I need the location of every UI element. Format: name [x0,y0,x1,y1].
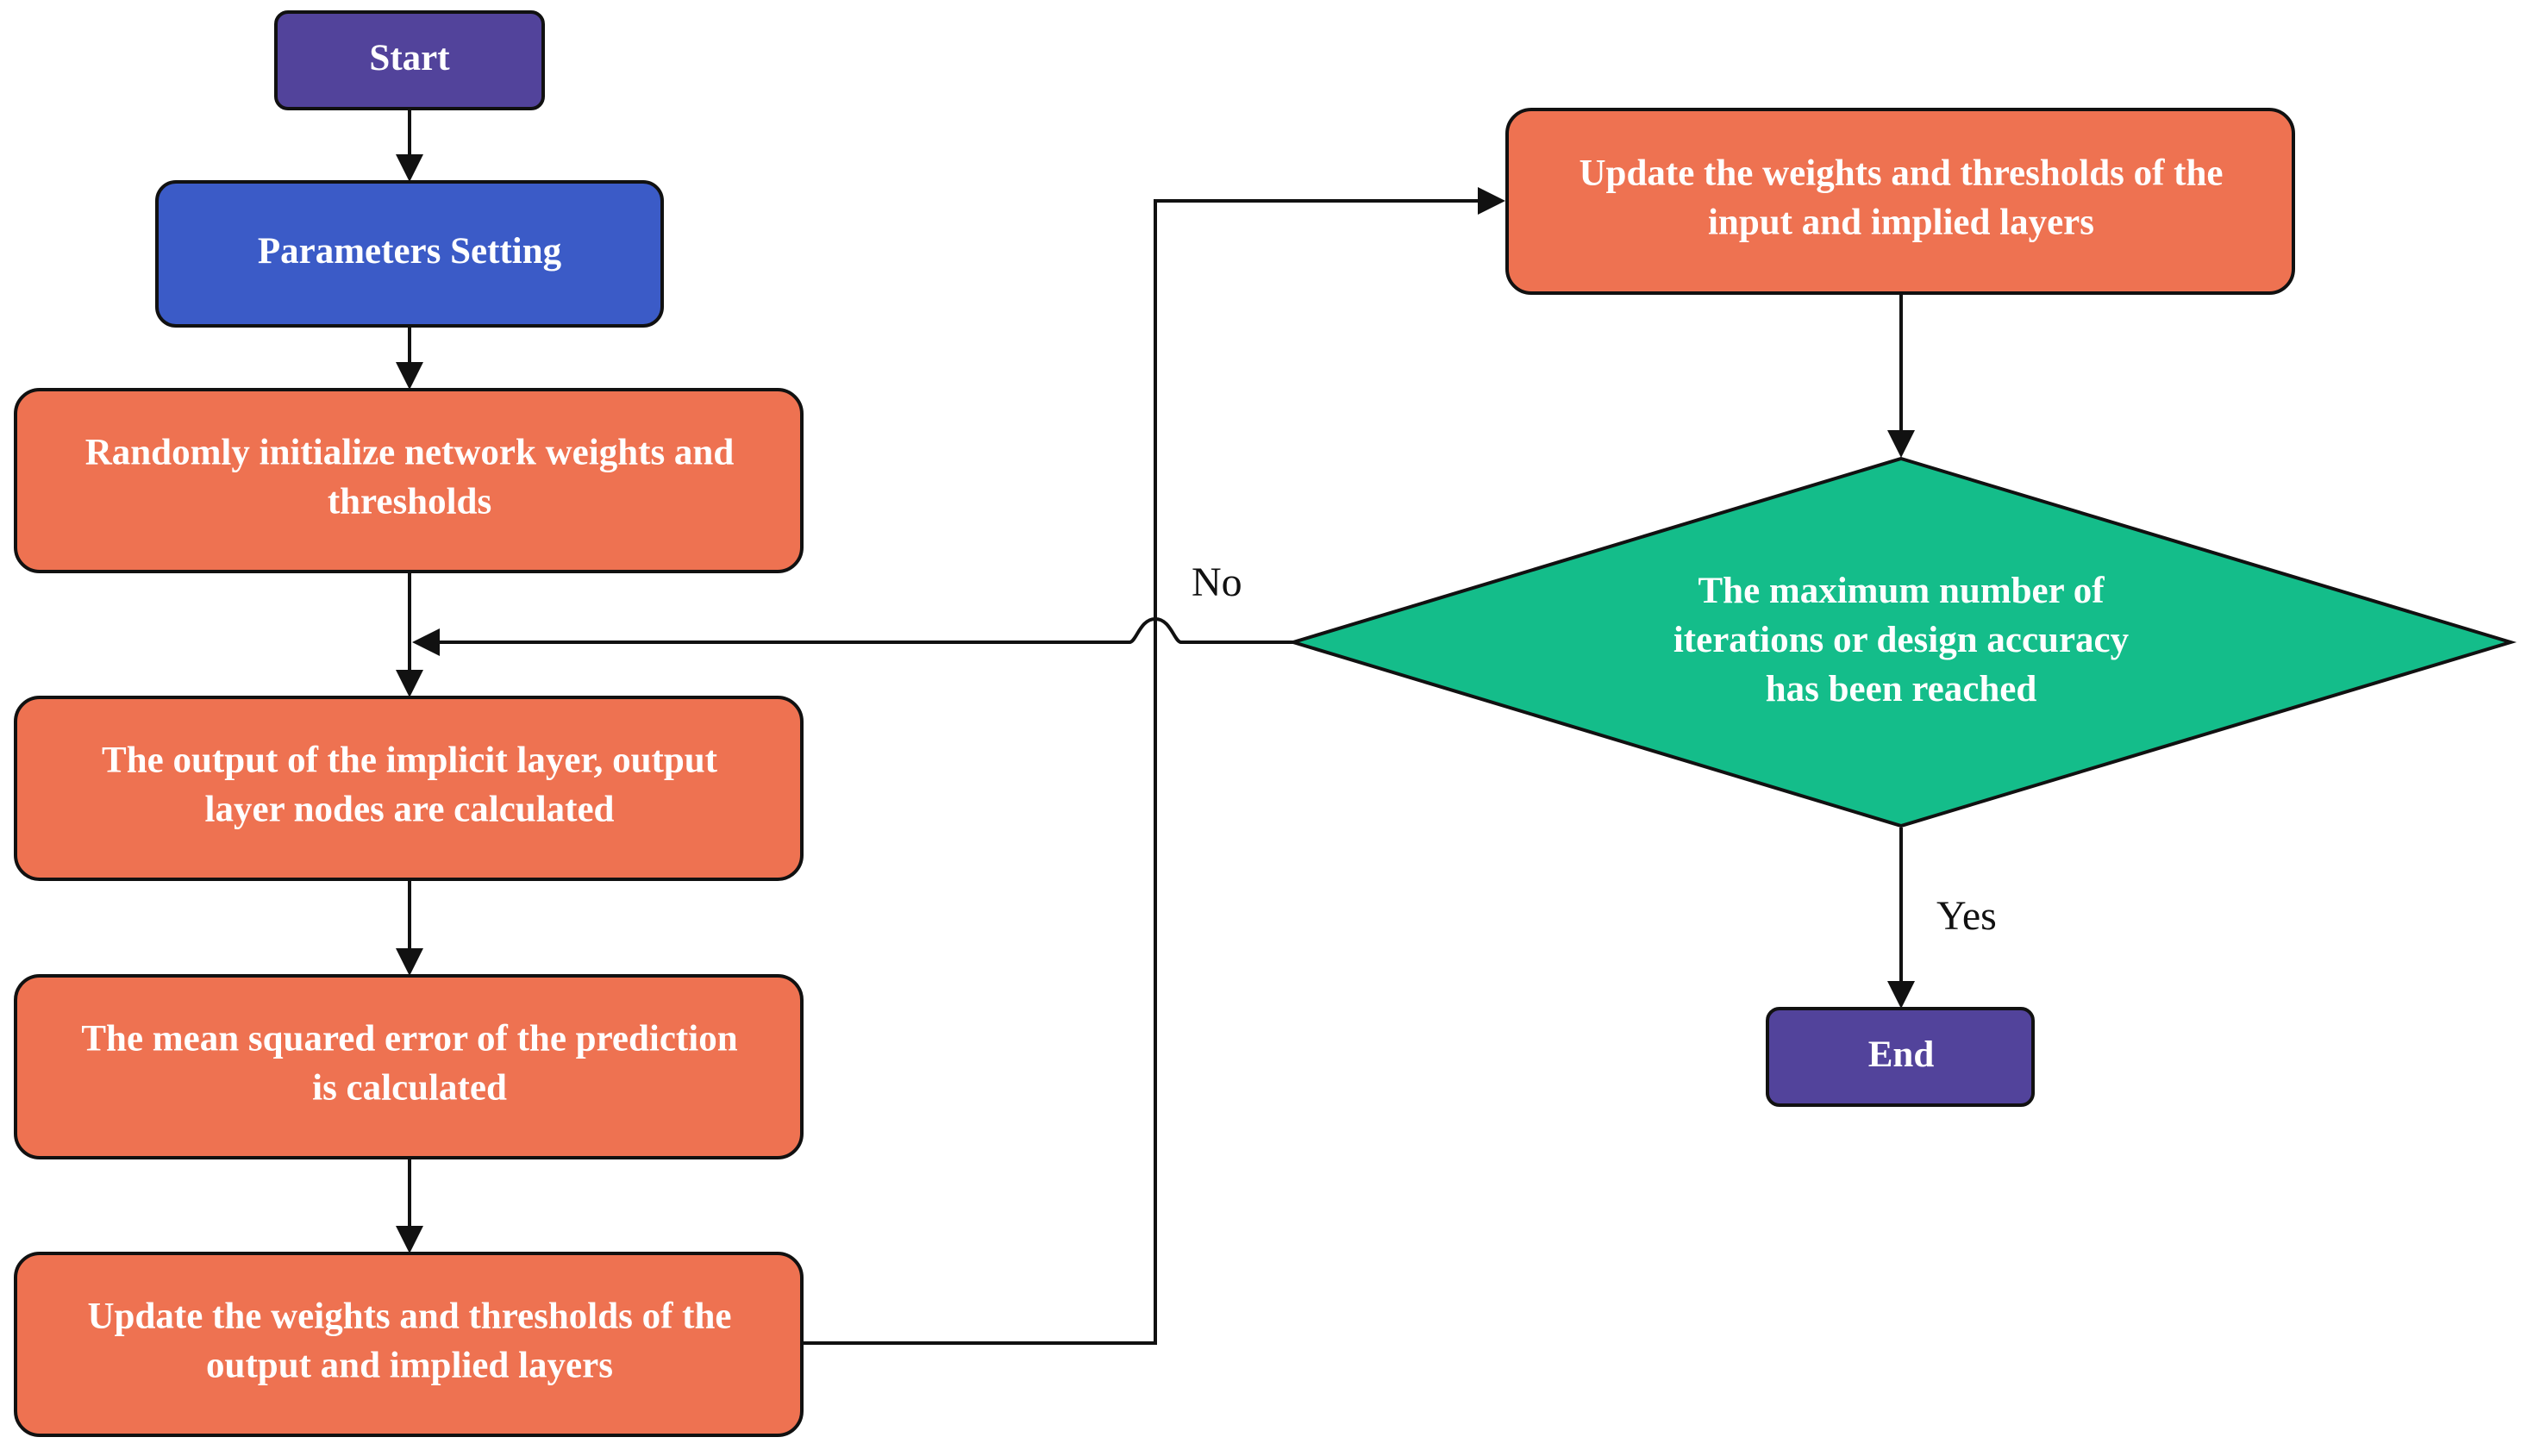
connectors [396,110,1915,1345]
node-label-line: layer nodes are calculated [205,789,615,829]
output-calculated-label: The output of the implicit layer, output… [102,740,718,829]
node-end: End [1766,1007,2035,1107]
node-label-line: Parameters Setting [258,231,562,272]
node-update-output-layers: Update the weights and thresholds of the… [14,1252,804,1437]
start-terminal-shape [274,10,545,110]
decision-diamond-shape [1287,456,2517,828]
mean-squared-error-label: The mean squared error of the prediction… [81,1018,737,1108]
node-update-input-layers: Update the weights and thresholds of the… [1505,108,2295,295]
node-label-line: End [1868,1034,1935,1075]
mean-squared-error-shape [14,974,804,1159]
end-label: End [1868,1034,1935,1075]
node-label-line: Update the weights and thresholds of the [1580,153,2224,193]
node-start: Start [274,10,545,110]
node-label-line: is calculated [312,1067,507,1108]
edge-update-output-to-update-input [802,187,1505,1345]
node-label-line: output and implied layers [206,1345,613,1385]
update-input-layers-label: Update the weights and thresholds of the… [1580,153,2224,242]
edge-label-no: No [1192,559,1242,605]
node-label-line: iterations or design accuracy [1673,620,2130,660]
output-calculated-shape [14,696,804,881]
update-output-layers-label: Update the weights and thresholds of the… [88,1296,732,1385]
randomly-initialize-shape [14,388,804,573]
update-output-layers-shape [14,1252,804,1437]
edge-label-yes: Yes [1936,893,1997,939]
node-label-line: Randomly initialize network weights and [85,432,735,472]
node-label-line: Start [369,38,450,78]
randomly-initialize-label: Randomly initialize network weights and t… [85,432,735,522]
parameters-setting-label: Parameters Setting [258,231,562,272]
node-label-line: The output of the implicit layer, output [102,740,718,780]
update-input-layers-shape [1505,108,2295,295]
node-mean-squared-error: The mean squared error of the prediction… [14,974,804,1159]
node-label-line: The maximum number of [1698,571,2105,611]
node-label-line: thresholds [328,481,491,522]
node-randomly-initialize: Randomly initialize network weights and t… [14,388,804,573]
start-label: Start [369,38,450,78]
end-terminal-shape [1766,1007,2035,1107]
node-decision: The maximum number of iterations or desig… [1287,456,2517,828]
node-label-line: The mean squared error of the prediction [81,1018,737,1059]
parameters-setting-shape [155,180,664,328]
decision-label: The maximum number of iterations or desig… [1673,571,2130,709]
node-label-line: has been reached [1766,669,2037,709]
node-output-calculated: The output of the implicit layer, output… [14,696,804,881]
node-label-line: Update the weights and thresholds of the [88,1296,732,1336]
node-label-line: input and implied layers [1708,202,2094,242]
edge-decision-no-loop [412,616,1293,656]
node-parameters-setting: Parameters Setting [155,180,664,328]
